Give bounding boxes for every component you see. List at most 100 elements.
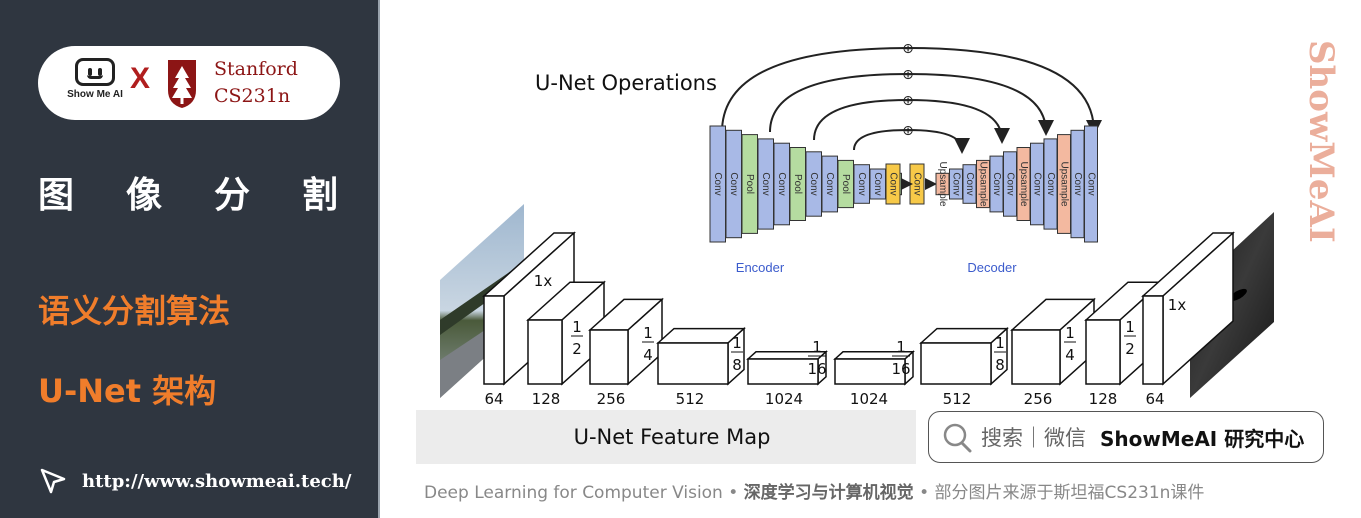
bottleneck-conv-layer-label: Conv bbox=[911, 172, 922, 195]
footer-course: Deep Learning for Computer Vision bbox=[424, 483, 723, 503]
footer-separator: • bbox=[722, 483, 744, 503]
sidebar: Show Me AI X Stanford CS231n 图 像 分 割 语义分… bbox=[0, 0, 378, 518]
feature-block bbox=[746, 350, 828, 386]
channel-label: 64 bbox=[484, 390, 503, 408]
conv-layer-label: Conv bbox=[760, 172, 771, 195]
plus-icon: ⊕ bbox=[902, 123, 914, 139]
feature-map-band bbox=[416, 410, 916, 464]
scale-label: 16 bbox=[807, 360, 826, 378]
title-char: 图 bbox=[38, 175, 75, 216]
conv-layer-label: Conv bbox=[712, 172, 723, 195]
channel-label: 512 bbox=[943, 390, 972, 408]
scale-label: 8 bbox=[995, 356, 1005, 374]
bottleneck-conv-layer-label: Conv bbox=[887, 172, 898, 195]
pool-layer-label: Pool bbox=[792, 174, 803, 194]
plus-icon: ⊕ bbox=[902, 93, 914, 109]
url-link[interactable]: http://www.showmeai.tech/ bbox=[38, 466, 351, 496]
upsample-layer-label: Upsample bbox=[1058, 161, 1069, 206]
channel-label: 1024 bbox=[850, 390, 888, 408]
scale-label: 1 bbox=[732, 334, 742, 352]
wechat-search-box[interactable]: 搜索｜微信 ShowMeAI 研究中心 bbox=[928, 411, 1324, 463]
showmeai-watermark: ShowMeAI bbox=[1301, 40, 1340, 243]
scale-label: 4 bbox=[1065, 346, 1075, 364]
title-char: 像 bbox=[125, 175, 162, 216]
conv-layer-label: Conv bbox=[1045, 172, 1056, 195]
scale-label: 1 bbox=[1065, 324, 1075, 342]
search-icon bbox=[943, 423, 972, 453]
scale-label: 1 bbox=[643, 324, 653, 342]
conv-layer-label: Conv bbox=[991, 172, 1002, 195]
footer-cn-course: 深度学习与计算机视觉 bbox=[743, 483, 914, 503]
channel-label: 256 bbox=[1024, 390, 1053, 408]
conv-layer-label: Conv bbox=[1085, 172, 1096, 195]
section-title: 语义分割算法 bbox=[38, 292, 231, 330]
footer-separator: • bbox=[913, 483, 935, 503]
pool-layer-label: Pool bbox=[840, 174, 851, 194]
encoder-layers: Conv Conv Pool Conv Conv Pool Conv Conv Pool Conv… bbox=[709, 125, 902, 243]
title-char: 割 bbox=[301, 175, 338, 216]
conv-layer-label: Conv bbox=[808, 172, 819, 195]
conv-layer-label: Conv bbox=[728, 172, 739, 195]
logo-text: Show Me AI bbox=[67, 89, 123, 100]
feature-block bbox=[1010, 297, 1096, 386]
scale-labels: 1x 1 2 1 4 1 8 1 16 1 16 1 8 1 4 1 2 1x bbox=[534, 272, 1187, 378]
skip-plus-icons: ⊕ ⊕ ⊕ ⊕ bbox=[902, 41, 914, 139]
feature-block bbox=[588, 297, 664, 386]
upsample-layer-label: Upsample bbox=[977, 161, 988, 206]
scale-label: 1 bbox=[812, 338, 822, 356]
cross-mark: X bbox=[130, 62, 151, 95]
plus-icon: ⊕ bbox=[902, 41, 914, 57]
scale-label: 1x bbox=[1168, 296, 1187, 314]
channel-label: 128 bbox=[1089, 390, 1118, 408]
search-label: 搜索｜微信 bbox=[981, 426, 1086, 450]
stanford-tree-icon bbox=[168, 60, 196, 108]
footer-source: 部分图片来源于斯坦福CS231n课件 bbox=[934, 483, 1205, 503]
feature-block bbox=[656, 326, 746, 386]
bottleneck-conv-layer bbox=[885, 163, 901, 205]
search-brand: ShowMeAI 研究中心 bbox=[1100, 426, 1305, 451]
scale-label: 8 bbox=[732, 356, 742, 374]
scale-label: 1x bbox=[534, 272, 553, 290]
feature-map-title: U-Net Feature Map bbox=[574, 425, 771, 449]
encoder-label: Encoder bbox=[736, 260, 785, 275]
conv-layer-label: Conv bbox=[776, 172, 787, 195]
conv-layer-label: Conv bbox=[856, 172, 867, 195]
scale-label: 2 bbox=[1125, 340, 1135, 358]
feature-block bbox=[1141, 231, 1235, 386]
pool-layer-label: Pool bbox=[744, 174, 755, 194]
channel-label: 1024 bbox=[765, 390, 803, 408]
scale-label: 1 bbox=[896, 338, 906, 356]
logo-card[interactable]: Show Me AI X Stanford CS231n bbox=[38, 46, 340, 120]
scale-label: 2 bbox=[572, 340, 582, 358]
page-title: 图 像 分 割 bbox=[38, 166, 338, 218]
scale-label: 4 bbox=[643, 346, 653, 364]
conv-layer-label: Conv bbox=[1031, 172, 1042, 195]
cursor-icon bbox=[40, 468, 66, 494]
feature-block bbox=[526, 280, 606, 386]
stanford-line1: Stanford bbox=[214, 58, 298, 80]
scale-label: 1 bbox=[572, 318, 582, 336]
stanford-line2: CS231n bbox=[214, 85, 291, 107]
stanford-label: Stanford CS231n bbox=[214, 56, 298, 110]
upsample-layer-label: Upsample bbox=[937, 161, 948, 206]
scale-label: 1 bbox=[995, 334, 1005, 352]
feature-blocks bbox=[482, 231, 1235, 386]
footer: Deep Learning for Computer Vision • 深度学习… bbox=[424, 478, 1204, 503]
plus-icon: ⊕ bbox=[902, 67, 914, 83]
upsample-layer-label: Upsample bbox=[1018, 161, 1029, 206]
subsection-title: U-Net 架构 bbox=[38, 372, 217, 410]
scale-label: 1 bbox=[1125, 318, 1135, 336]
conv-layer-label: Conv bbox=[1004, 172, 1015, 195]
watermark-text: ShowMeAI bbox=[1301, 40, 1340, 243]
conv-layer-label: Conv bbox=[950, 172, 961, 195]
showmeai-logo: Show Me AI bbox=[60, 58, 130, 112]
channel-label: 256 bbox=[597, 390, 626, 408]
channel-label: 128 bbox=[532, 390, 561, 408]
url-text: http://www.showmeai.tech/ bbox=[82, 470, 352, 492]
conv-layer bbox=[1084, 125, 1098, 243]
channel-label: 64 bbox=[1145, 390, 1164, 408]
operations-title: U-Net Operations bbox=[535, 71, 717, 95]
